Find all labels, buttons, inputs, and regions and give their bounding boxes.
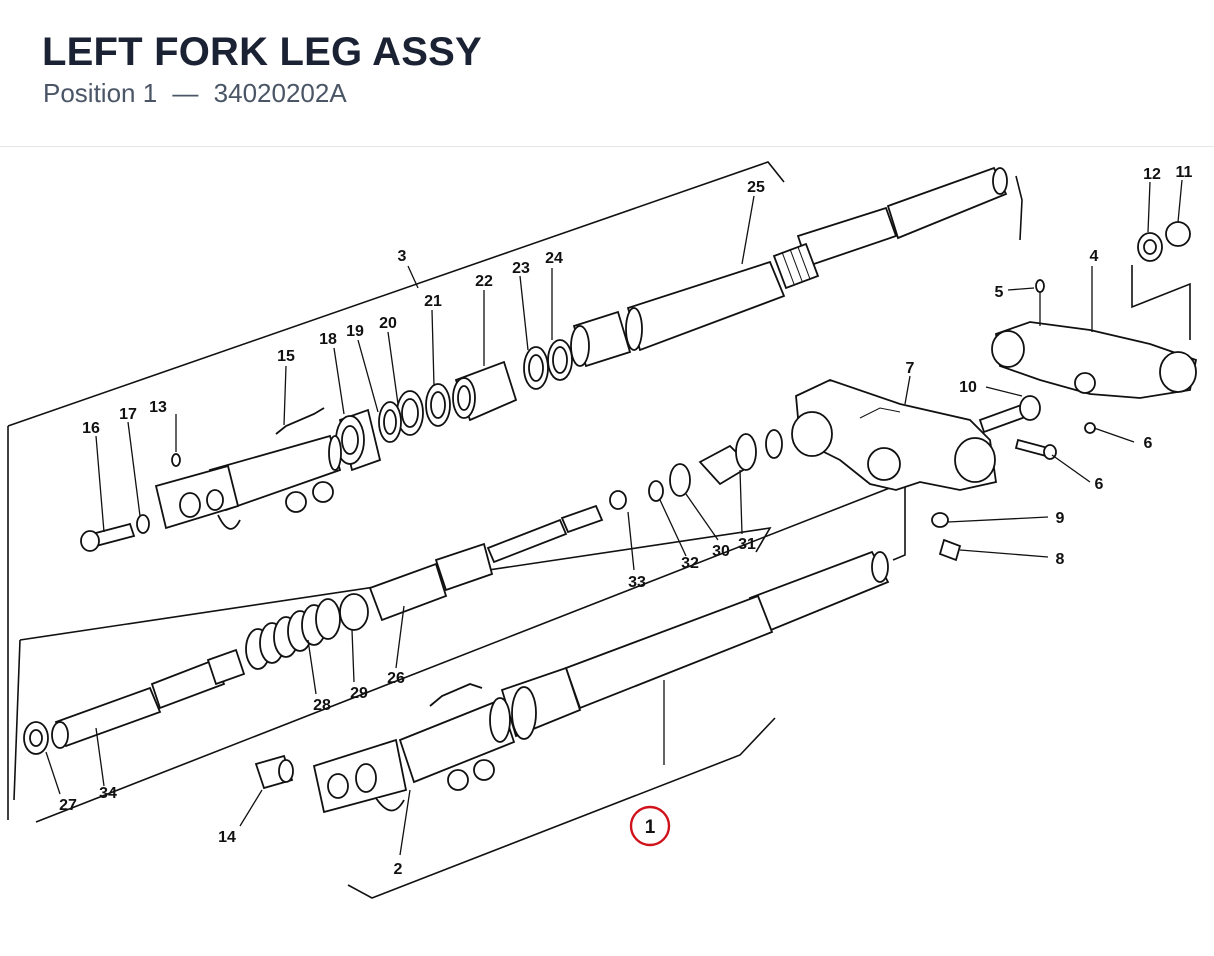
callout-4[interactable]: 4 [1090, 248, 1099, 265]
selected-callout-ring[interactable] [629, 805, 671, 847]
callout-18[interactable]: 18 [319, 331, 337, 348]
callout-14[interactable]: 14 [218, 829, 236, 846]
spring-28 [245, 598, 341, 670]
damper-rod [339, 429, 783, 631]
slider-upper [154, 407, 342, 530]
leader-lines [45, 179, 1183, 856]
page-title: LEFT FORK LEG ASSY [42, 30, 482, 74]
lower-triple-clamp [791, 379, 998, 491]
bolt-16 [80, 514, 150, 552]
callout-11[interactable]: 11 [1176, 164, 1193, 181]
page-subtitle: Position 1 — 34020202A [43, 78, 347, 109]
callout-6-bottom[interactable]: 6 [1095, 476, 1104, 493]
callout-16[interactable]: 16 [82, 420, 100, 437]
callout-1[interactable]: 1 [645, 817, 656, 838]
callout-34[interactable]: 34 [99, 785, 117, 802]
seal-stack [335, 339, 573, 472]
fork-leg-lower [254, 550, 890, 814]
upper-triple-clamp [991, 321, 1198, 399]
callout-labels: 1 2 3 4 5 6 6 7 8 9 10 11 12 13 14 15 16… [59, 164, 1192, 878]
callout-8[interactable]: 8 [1056, 551, 1065, 568]
callout-6-top[interactable]: 6 [1144, 435, 1153, 452]
callout-20[interactable]: 20 [379, 315, 397, 332]
assembly-bracket-3 [7, 161, 1023, 823]
callout-25[interactable]: 25 [747, 179, 765, 196]
assembly-bracket-1 [347, 717, 776, 899]
callout-9[interactable]: 9 [1056, 510, 1065, 527]
callout-27[interactable]: 27 [59, 797, 77, 814]
callout-19[interactable]: 19 [346, 323, 364, 340]
page-header: LEFT FORK LEG ASSY Position 1 — 34020202… [0, 0, 1214, 147]
callout-26[interactable]: 26 [387, 670, 405, 687]
callout-2[interactable]: 2 [394, 861, 403, 878]
hardware-bits [931, 221, 1191, 562]
callout-32[interactable]: 32 [681, 555, 699, 572]
callout-24[interactable]: 24 [545, 250, 563, 267]
assembly-bracket-4 [1131, 265, 1191, 340]
callout-13[interactable]: 13 [149, 399, 167, 416]
exploded-parts-diagram: 1 2 3 4 5 6 6 7 8 9 10 11 12 13 14 15 16… [7, 161, 1198, 899]
position-text: Position 1 [43, 78, 158, 108]
callout-28[interactable]: 28 [313, 697, 331, 714]
rod-lower [23, 648, 246, 755]
callout-3[interactable]: 3 [398, 248, 407, 265]
part-number: 34020202A [213, 78, 347, 108]
callout-5[interactable]: 5 [995, 284, 1004, 301]
callout-31[interactable]: 31 [738, 536, 756, 553]
subtitle-separator: — [172, 78, 199, 108]
callout-30[interactable]: 30 [712, 543, 730, 560]
fork-tube-upper [570, 166, 1008, 368]
callout-22[interactable]: 22 [475, 273, 493, 290]
callout-10[interactable]: 10 [959, 379, 977, 396]
callout-33[interactable]: 33 [628, 574, 646, 591]
callout-12[interactable]: 12 [1143, 166, 1161, 183]
callout-17[interactable]: 17 [119, 406, 137, 423]
callout-7[interactable]: 7 [906, 360, 915, 377]
callout-29[interactable]: 29 [350, 685, 368, 702]
callout-21[interactable]: 21 [424, 293, 442, 310]
callout-23[interactable]: 23 [512, 260, 530, 277]
callout-15[interactable]: 15 [277, 348, 295, 365]
